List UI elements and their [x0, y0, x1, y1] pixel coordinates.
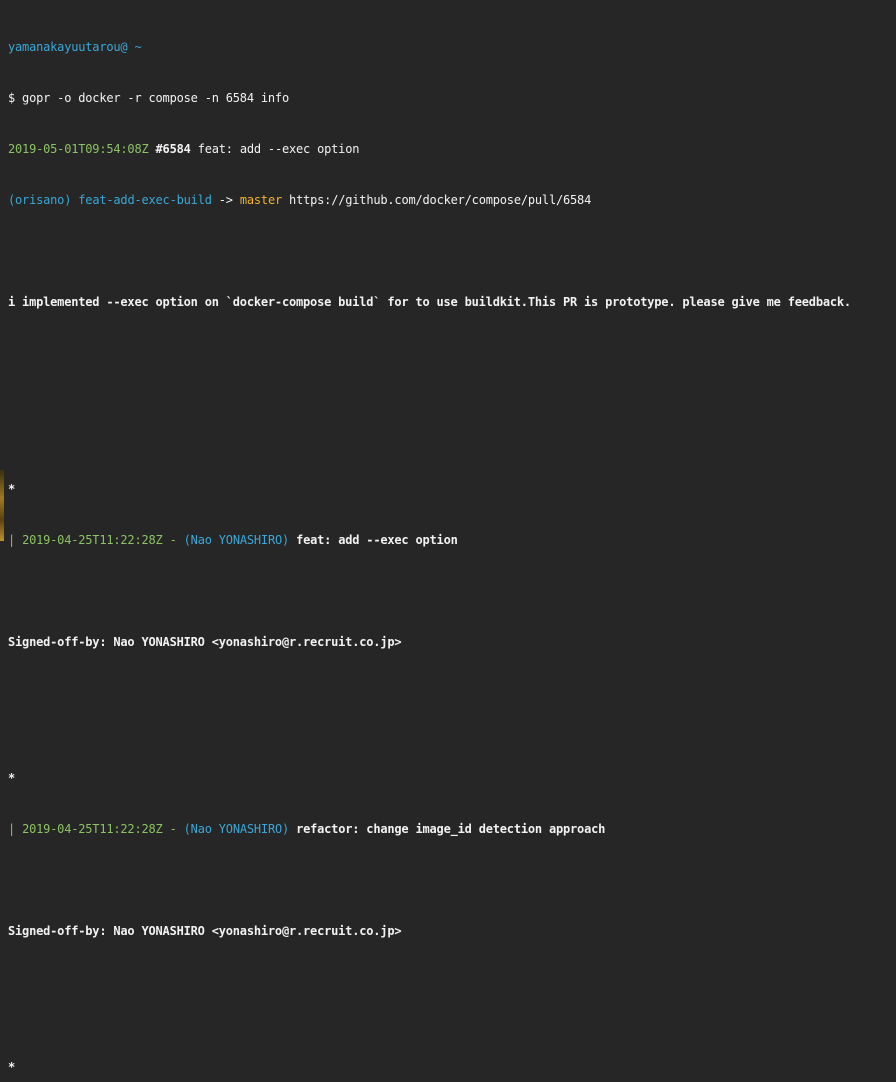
blank-line — [8, 583, 896, 600]
commit-entry: * | 2019-04-25T11:22:28Z - (Nao YONASHIR… — [8, 1025, 896, 1082]
commit-list: * | 2019-04-25T11:22:28Z - (Nao YONASHIR… — [8, 413, 896, 1082]
commit-sep: - — [169, 822, 177, 836]
commit-bar: | — [8, 533, 16, 547]
commit-bar: | — [8, 822, 16, 836]
commit-author: (Nao YONASHIRO) — [183, 822, 290, 836]
commit-signoff: Signed-off-by: Nao YONASHIRO <yonashiro@… — [8, 635, 402, 649]
pr-base-branch: master — [239, 193, 283, 207]
pr-title: feat: add --exec option — [197, 142, 360, 156]
commit-line: | 2019-04-25T11:22:28Z - (Nao YONASHIRO)… — [8, 821, 896, 838]
commit-timestamp: 2019-04-25T11:22:28Z — [22, 533, 163, 547]
blank-line — [8, 345, 896, 362]
commit-message: feat: add --exec option — [296, 533, 458, 547]
pr-branch-line: (orisano) feat-add-exec-build -> master … — [8, 192, 896, 209]
pr-description: i implemented --exec option on `docker-c… — [8, 295, 851, 309]
commit-timestamp: 2019-04-25T11:22:28Z — [22, 822, 163, 836]
commit-entry: * | 2019-04-25T11:22:28Z - (Nao YONASHIR… — [8, 447, 896, 685]
commit-marker: * — [8, 771, 16, 785]
commit-author: (Nao YONASHIRO) — [183, 533, 290, 547]
commit-message: refactor: change image_id detection appr… — [296, 822, 606, 836]
commit-signoff: Signed-off-by: Nao YONASHIRO <yonashiro@… — [8, 924, 402, 938]
pr-header-line: 2019-05-01T09:54:08Z #6584 feat: add --e… — [8, 141, 896, 158]
commit-marker: * — [8, 482, 16, 496]
commit-marker: * — [8, 1060, 16, 1074]
blank-line — [8, 243, 896, 260]
pr-arrow: -> — [218, 193, 233, 207]
pr-timestamp: 2019-05-01T09:54:08Z — [8, 142, 149, 156]
pr-owner: (orisano) — [8, 193, 72, 207]
command-line: $ gopr -o docker -r compose -n 6584 info — [8, 91, 289, 105]
prompt-user-host: yamanakayuutarou@ ~ — [8, 40, 142, 54]
pr-url[interactable]: https://github.com/docker/compose/pull/6… — [289, 193, 592, 207]
commit-sep: - — [169, 533, 177, 547]
blank-line — [8, 872, 896, 889]
terminal-output[interactable]: yamanakayuutarou@ ~ $ gopr -o docker -r … — [8, 5, 896, 1082]
desktop-wallpaper-edge — [0, 470, 4, 541]
commit-entry: * | 2019-04-25T11:22:28Z - (Nao YONASHIR… — [8, 736, 896, 974]
pr-number: #6584 — [155, 142, 191, 156]
pr-head-branch: feat-add-exec-build — [78, 193, 212, 207]
